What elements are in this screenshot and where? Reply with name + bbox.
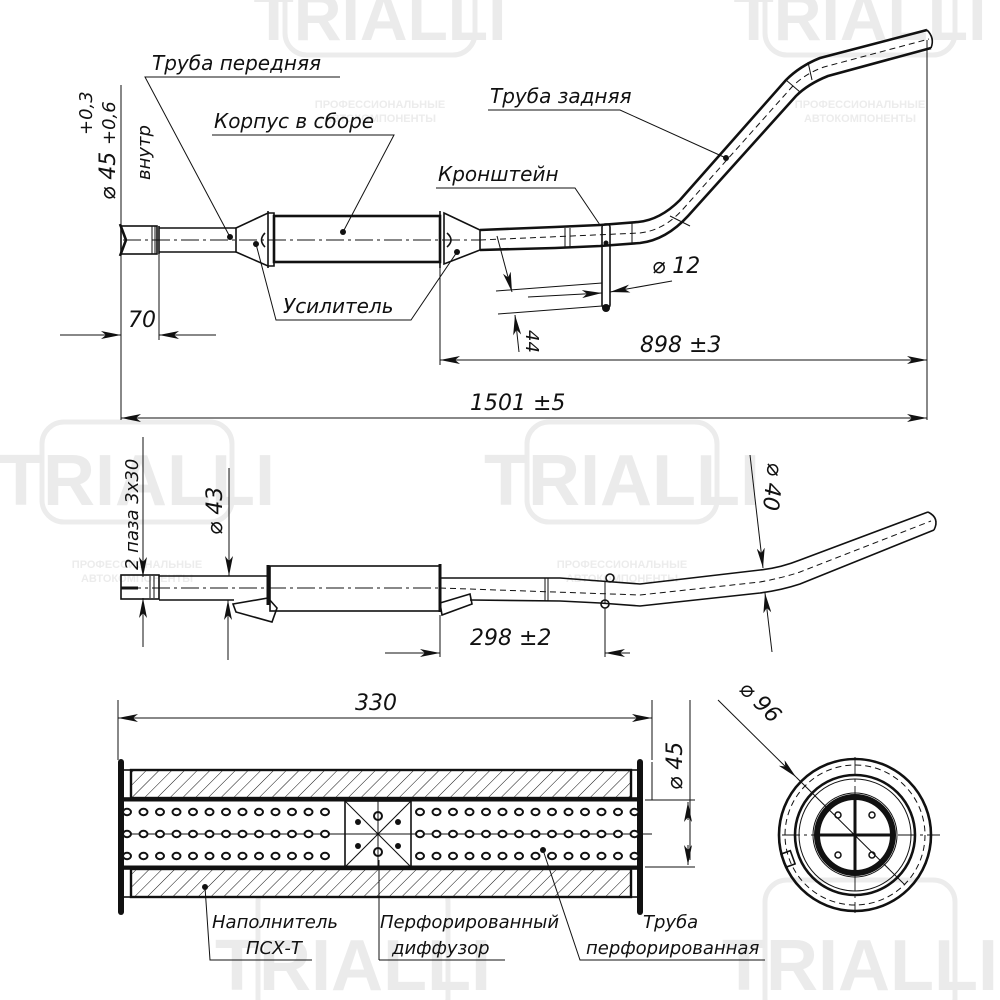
rear-cone: [443, 211, 481, 266]
leader-front-pipe: [144, 76, 340, 238]
dim-inlet-tol-upper: +0,6: [99, 101, 120, 145]
dim-section-pipe-diameter: ⌀ 45: [663, 742, 688, 790]
dim-rear-length: 898 ±3: [640, 333, 721, 358]
dim-inlet-tol-lower: +0,3: [76, 91, 97, 135]
muffler-body: [272, 214, 442, 264]
watermark-logo-bottom-center: TRIALLI: [215, 877, 491, 1000]
svg-text:ПРОФЕССИОНАЛЬНЫЕ: ПРОФЕССИОНАЛЬНЫЕ: [557, 559, 687, 571]
leader-body: [212, 134, 395, 233]
rear-pipe-top-edge: [479, 28, 928, 232]
bracket: [601, 223, 611, 312]
svg-text:TRIALLI: TRIALLI: [734, 0, 987, 54]
label-perf-pipe-1: Труба: [643, 912, 698, 933]
watermark-logo-top-right: TRIALLI: [734, 0, 987, 58]
dim-overall-length: 1501 ±5: [470, 391, 565, 416]
watermark-logo-top-center: TRIALLI: [254, 0, 507, 58]
label-diffuser-1: Перфорированный: [380, 912, 559, 933]
label-bracket: Кронштейн: [438, 162, 559, 186]
dim-bracket-offset: 44: [521, 330, 542, 353]
svg-text:АВТОКОМПОНЕНТЫ: АВТОКОМПОНЕНТЫ: [566, 573, 678, 585]
label-filler-1: Наполнитель: [212, 912, 338, 933]
leader-reinforcement: [255, 243, 458, 321]
filler-lower: [129, 867, 633, 899]
dim-side-pipe-diameter: ⌀ 43: [203, 487, 228, 535]
dim-inlet-diameter: ⌀ 45: [96, 152, 121, 200]
label-diffuser-2: диффузор: [391, 938, 490, 959]
dim-hanger-distance: 298 ±2: [470, 626, 551, 651]
label-filler-2: ПСХ-Т: [246, 938, 304, 959]
dim-body-length: 330: [355, 691, 397, 716]
svg-text:TRIALLI: TRIALLI: [215, 926, 491, 1000]
dim-bracket-diameter: ⌀ 12: [652, 254, 700, 279]
svg-text:TRIALLI: TRIALLI: [722, 926, 998, 1000]
svg-text:ПРОФЕССИОНАЛЬНЫЕ: ПРОФЕССИОНАЛЬНЫЕ: [72, 559, 202, 571]
filler-upper: [129, 768, 633, 800]
leader-rear-pipe: [488, 109, 727, 159]
watermark-logo-mid-center: TRIALLI: [484, 419, 760, 525]
svg-text:TRIALLI: TRIALLI: [254, 0, 507, 54]
perforation-holes: [122, 807, 640, 861]
dim-slots: 2 паза 3x30: [122, 459, 143, 570]
side-view: 2 паза 3x30 ⌀ 43 ⌀ 40 298 ±2: [120, 437, 937, 660]
svg-text:АВТОКОМПОНЕНТЫ: АВТОКОМПОНЕНТЫ: [804, 113, 916, 125]
svg-text:ПРОФЕССИОНАЛЬНЫЕ: ПРОФЕССИОНАЛЬНЫЕ: [315, 99, 445, 111]
side-front-hanger: [231, 597, 278, 623]
dim-outlet-diameter: ⌀ 40: [757, 461, 787, 512]
watermark-logo-bottom-right: TRIALLI: [722, 877, 998, 1000]
svg-text:АВТОКОМПОНЕНТЫ: АВТОКОМПОНЕНТЫ: [324, 113, 436, 125]
dim-inlet-length: 70: [128, 308, 156, 333]
top-view: Труба передняя Корпус в сборе Труба задн…: [60, 28, 934, 422]
label-reinforcement: Усилитель: [283, 294, 394, 318]
rear-pipe-bottom-edge: [479, 46, 932, 252]
label-body-assembly: Корпус в сборе: [214, 109, 374, 133]
leader-bracket: [436, 187, 601, 226]
svg-text:TRIALLI: TRIALLI: [484, 441, 760, 521]
side-rear-pipe-bottom: [469, 529, 935, 607]
dim-body-diameter: ⌀ 96: [734, 677, 786, 729]
dim-inlet-note: внутр: [134, 125, 155, 180]
side-rear-pipe-top: [440, 511, 929, 585]
section-view: 330 ⌀ 45: [117, 677, 940, 961]
label-front-pipe: Труба передняя: [152, 51, 321, 75]
label-perf-pipe-2: перфорированная: [586, 938, 759, 959]
label-rear-pipe: Труба задняя: [490, 84, 632, 108]
side-muffler-body: [269, 565, 441, 612]
svg-text:ПРОФЕССИОНАЛЬНЫЕ: ПРОФЕССИОНАЛЬНЫЕ: [795, 99, 925, 111]
